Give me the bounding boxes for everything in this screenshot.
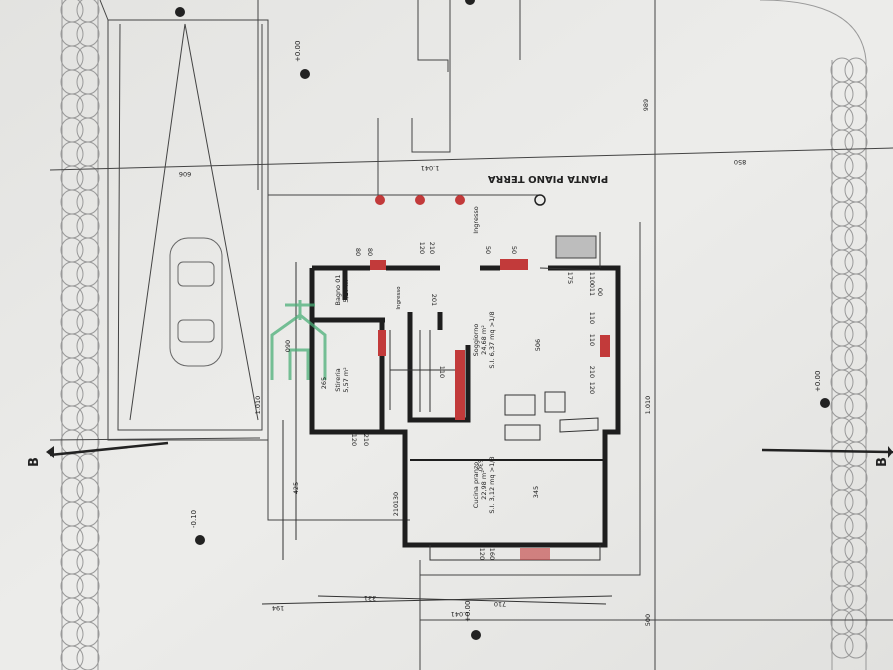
dimension-label: 120 (418, 242, 426, 254)
dimension-label: 120 (478, 548, 486, 560)
dimension-label: 850 (734, 158, 746, 166)
dimension-label: 710 (494, 600, 506, 608)
dimension-label: 50 (510, 246, 518, 254)
section-line-right (761, 446, 893, 458)
drawing-title: PIANTA PIANO TERRA (488, 173, 609, 184)
level-label-3: -0.10 (190, 510, 198, 528)
room-bagno-name: Bagno 01 (334, 274, 342, 305)
room-stireria-name: Stireria (334, 368, 342, 391)
dimension-label: 110 (438, 366, 446, 378)
hedge-shrub (76, 645, 100, 670)
room-soggiorno-ratio: S.I. 6,37 mq >1/8 (488, 311, 496, 368)
dimension-label: 210 (392, 504, 400, 516)
dimension-label: 175 (566, 272, 574, 284)
watermark-logo (270, 300, 327, 380)
label-ingresso-2: Ingresso (396, 286, 402, 310)
hedge-shrub (60, 645, 84, 670)
dimension-label: 1.041 (421, 164, 440, 172)
level-label-2: +0.00 (814, 371, 822, 392)
dimension-lines (261, 262, 613, 605)
dimension-label: 80 (366, 248, 374, 256)
dimension-label: 160 (488, 548, 496, 560)
dimension-label: 630 (476, 459, 484, 471)
hedge-right-lines (759, 0, 867, 670)
site-lines (49, 0, 893, 670)
dimension-label: 110 (588, 334, 596, 346)
dimension-label: 120 (588, 382, 596, 394)
dimension-label: 345 (532, 486, 540, 498)
level-label-1: +0.00 (294, 41, 302, 62)
dimension-label: 265 (320, 377, 328, 389)
hedge-circles-left (60, 0, 100, 670)
section-line-left (46, 441, 169, 458)
hedge-circles-right (830, 57, 868, 659)
car-outline (169, 237, 223, 367)
dimension-label: 210 (588, 366, 596, 378)
label-ingresso-1: Ingresso (472, 206, 480, 233)
interior-thin-lines (389, 232, 601, 561)
room-soggiorno-area: 24,68 m² (480, 325, 488, 355)
dimension-label: 120 (350, 434, 358, 446)
red-elements (370, 195, 610, 560)
room-stireria-area: 5,57 m² (342, 367, 350, 393)
dimension-label: 80 (354, 248, 362, 256)
room-bagno-area: 5,17 m² (342, 277, 350, 303)
building-walls (309, 265, 621, 548)
hedge-shrub (830, 633, 854, 659)
room-cucina-name: Cucina pranzo (472, 462, 480, 509)
dimension-label: 331 (364, 594, 376, 602)
hedge-shrub (844, 633, 868, 659)
dimension-label: 110 (588, 272, 596, 284)
level-marker-1 (175, 0, 830, 640)
dimension-label: 500 (644, 614, 652, 626)
dimension-label: 50 (484, 246, 492, 254)
section-marker-right: B (875, 457, 890, 467)
dimension-labels: 606 850 989 1.041 1.010 1.010 506 630 345 425 710 3… (179, 99, 746, 626)
dimension-label: 090 (284, 340, 292, 352)
dimension-label: 425 (292, 482, 300, 494)
dimension-label: 210 (428, 242, 436, 254)
dimension-label: 194 (272, 604, 284, 612)
section-marker-left: B (27, 457, 42, 467)
dimension-label: 989 (642, 99, 650, 111)
dimension-label: 210 (362, 434, 370, 446)
room-cucina-ratio: S.I. 3,12 mq >1/8 (488, 456, 496, 513)
room-cucina-area: 22,98 m² (480, 470, 488, 500)
dimension-label: 1.041 (451, 610, 470, 618)
dimension-label: 130 (392, 492, 400, 504)
dimension-label: 606 (179, 170, 191, 178)
dimension-label: 506 (534, 339, 542, 351)
dimension-label: 011 (588, 284, 596, 296)
dimension-label: 1.010 (254, 396, 262, 415)
dimension-label: 110 (588, 312, 596, 324)
room-soggiorno-name: Soggiorno (472, 324, 480, 357)
dimension-label: 1.010 (644, 396, 652, 415)
dimension-label: 00 (596, 288, 604, 296)
level-label-4: +0.00 (464, 601, 472, 622)
dimension-label: 201 (430, 294, 438, 306)
